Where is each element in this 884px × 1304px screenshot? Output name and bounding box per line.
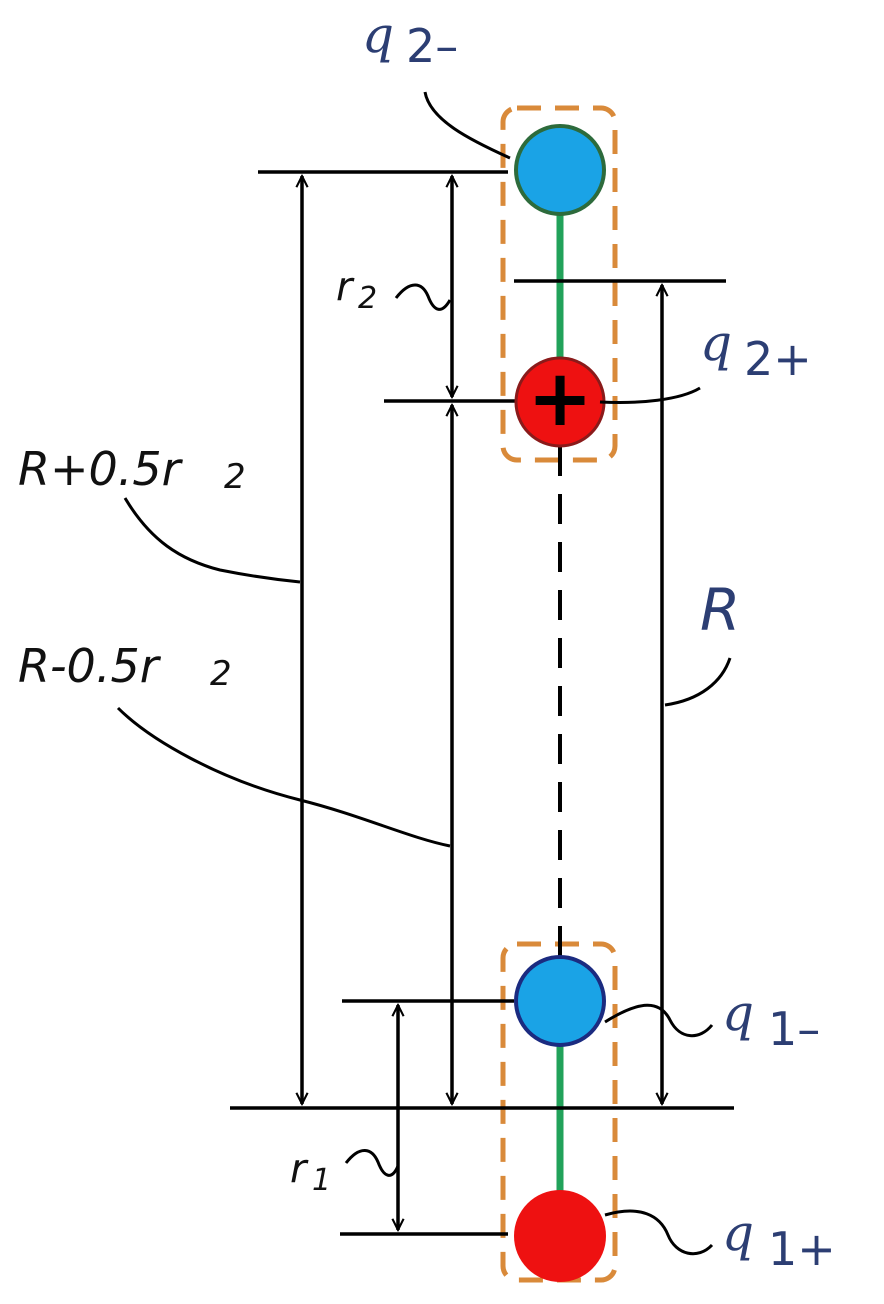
label-q1-minus: q 1– <box>722 984 820 1056</box>
svg-text:1: 1 <box>312 1163 331 1198</box>
label-q2-plus: q 2+ <box>700 314 812 386</box>
svg-text:q: q <box>722 1204 754 1262</box>
svg-text:1–: 1– <box>768 1002 820 1056</box>
leader-q2-minus <box>423 91 511 160</box>
leader-q1-minus <box>604 1003 714 1038</box>
svg-text:R-0.5r: R-0.5r <box>18 639 162 693</box>
svg-text:q: q <box>700 314 732 372</box>
label-r2: r 2 <box>336 264 377 316</box>
leader-R-minus <box>116 706 451 848</box>
label-R-plus-half-r2: R+0.5r 2 <box>18 442 246 497</box>
leader-R <box>664 657 732 707</box>
leader-q2-plus <box>599 386 701 404</box>
svg-text:2: 2 <box>358 281 377 316</box>
svg-text:r: r <box>290 1146 309 1192</box>
svg-text:1+: 1+ <box>768 1222 836 1276</box>
svg-text:2+: 2+ <box>744 332 812 386</box>
label-q1-plus: q 1+ <box>722 1204 836 1276</box>
dipole-2-box <box>500 105 618 463</box>
leader-q1-plus <box>604 1209 714 1256</box>
leader-R-plus <box>123 497 301 584</box>
charge-q2-minus <box>514 124 606 216</box>
leader-r2 <box>394 283 452 311</box>
svg-text:r: r <box>336 264 355 310</box>
charge-q1-plus <box>514 1190 606 1282</box>
svg-text:R+0.5r: R+0.5r <box>18 442 184 496</box>
charge-q1-minus <box>514 955 606 1047</box>
plus-sign: + <box>527 354 592 444</box>
svg-text:q: q <box>722 984 754 1042</box>
label-R: R <box>700 576 740 644</box>
label-r1: r 1 <box>290 1146 331 1198</box>
svg-text:q: q <box>362 6 394 64</box>
leader-r1 <box>344 1149 400 1177</box>
svg-text:2: 2 <box>210 654 232 694</box>
label-q2-minus: q 2– <box>362 6 458 73</box>
svg-text:2: 2 <box>224 457 246 497</box>
svg-text:2–: 2– <box>406 19 458 73</box>
label-R-minus-half-r2: R-0.5r 2 <box>18 639 232 694</box>
